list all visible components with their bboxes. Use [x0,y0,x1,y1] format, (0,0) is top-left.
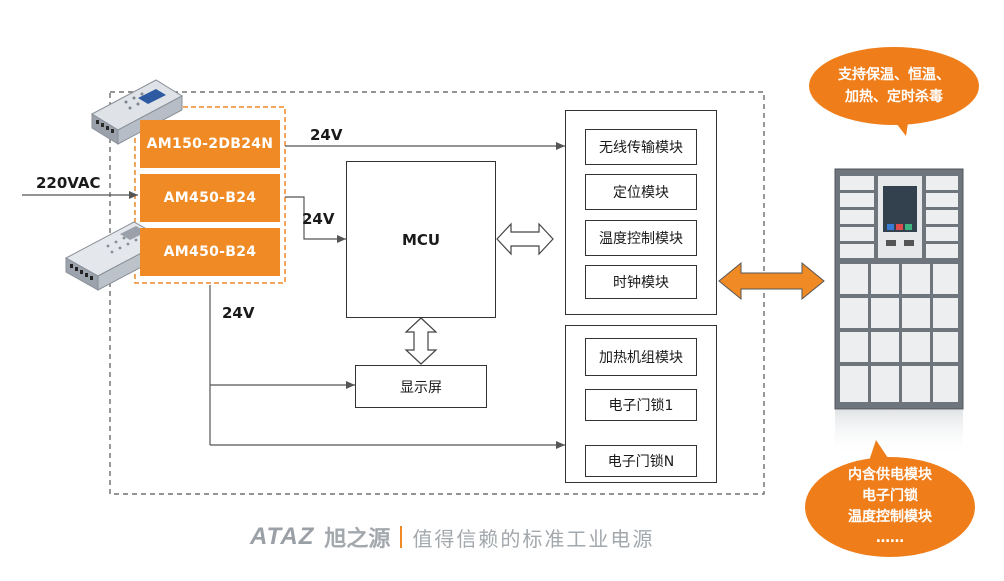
footer-brand: ATAZ 旭之源 值得信赖的标准工业电源 [250,520,654,554]
system-boundary [109,91,765,495]
bubble-top-line-1: 支持保温、恒温、 [838,67,950,83]
bubble-bottom-line-4: …… [876,530,904,546]
voltage-label-bottom: 24V [222,304,255,322]
input-voltage-label: 220VAC [36,174,101,192]
module-heating-unit: 加热机组模块 [585,338,697,376]
psu-am450-b24-2: AM450-B24 [140,228,280,276]
footer-divider [400,526,403,548]
module-temperature-control: 温度控制模块 [585,220,697,256]
mcu-module-double-arrow [496,222,554,256]
feature-bubble-bottom: 内含供电模块 电子门锁 温度控制模块 …… [805,457,975,557]
module-wireless: 无线传输模块 [585,129,697,165]
display-block: 显示屏 [355,365,487,408]
brand-slogan: 值得信赖的标准工业电源 [412,526,655,551]
module-door-lock-1: 电子门锁1 [585,389,697,421]
mcu-24v-line [285,196,346,243]
voltage-label-mcu: 24V [302,210,335,228]
brand-logo: ATAZ [250,523,315,550]
brand-name: 旭之源 [324,527,391,552]
psu-am150-2db24n: AM150-2DB24N [140,120,280,168]
bubble-top-line-2: 加热、定时杀毒 [845,89,943,105]
voltage-label-top: 24V [310,126,343,144]
module-clock: 时钟模块 [585,265,697,299]
bubble-bottom-line-1: 内含供电模块 [848,467,932,483]
bubble-bottom-line-3: 温度控制模块 [848,509,932,525]
mcu-block: MCU [346,161,496,318]
mcu-display-double-arrow [404,317,438,365]
bubble-bottom-line-2: 电子门锁 [862,488,918,504]
feature-bubble-top: 支持保温、恒温、 加热、定时杀毒 [809,47,979,125]
module-door-lock-n: 电子门锁N [585,445,697,477]
locker-cabinet-image [834,168,964,456]
psu-am450-b24-1: AM450-B24 [140,174,280,222]
cabinet-double-arrow [718,261,825,301]
module-positioning: 定位模块 [585,174,697,210]
